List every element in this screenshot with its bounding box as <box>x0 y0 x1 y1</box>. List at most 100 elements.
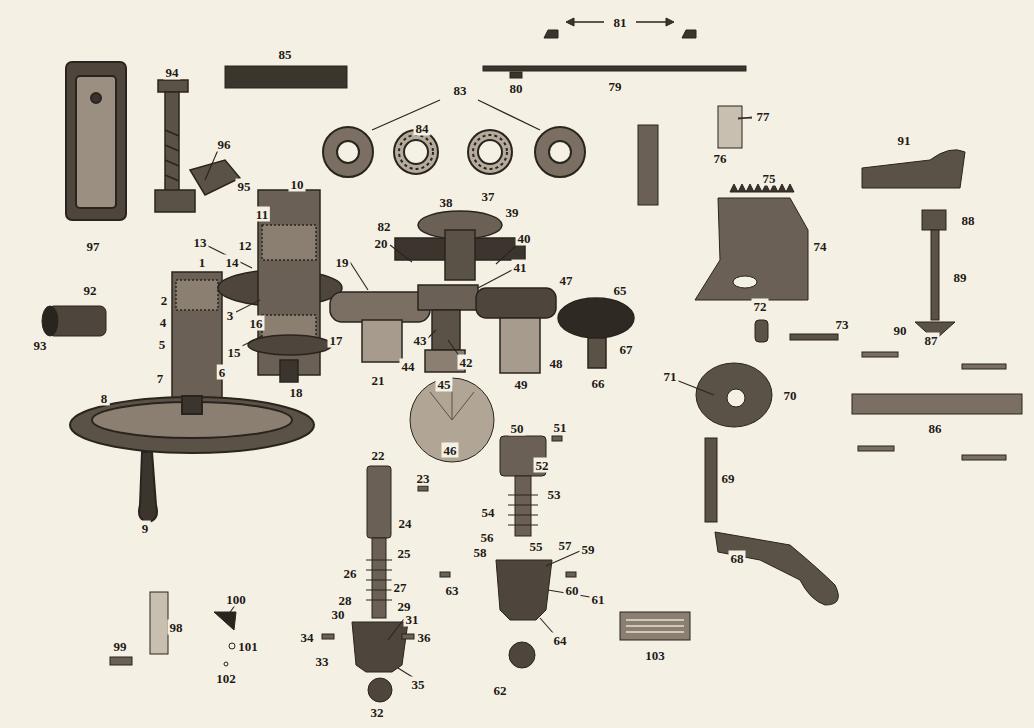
part-shape <box>478 140 502 164</box>
callout-number: 89 <box>952 270 969 285</box>
part-shape <box>394 130 438 174</box>
part-shape <box>323 127 373 177</box>
part-shape <box>535 127 585 177</box>
part-shape <box>190 160 240 195</box>
callout-number: 44 <box>400 359 417 374</box>
part-shape <box>404 140 428 164</box>
callout-number: 13 <box>192 235 209 250</box>
part-shape <box>500 318 540 373</box>
part-shape <box>155 190 195 212</box>
part-shape <box>478 270 512 288</box>
callout-number: 72 <box>752 299 769 314</box>
part-shape <box>478 100 540 130</box>
callout-number: 28 <box>337 593 354 608</box>
callout-number: 66 <box>590 376 607 391</box>
part-shape <box>367 466 391 538</box>
callout-number: 63 <box>444 583 461 598</box>
callout-number: 79 <box>607 79 624 94</box>
callout-number: 23 <box>415 471 432 486</box>
callout-number: 55 <box>528 539 545 554</box>
part-shape <box>626 620 684 632</box>
part-shape <box>350 262 368 290</box>
part-shape <box>366 560 392 600</box>
callout-number: 82 <box>376 219 393 234</box>
part-shape <box>515 476 531 536</box>
part-shape <box>432 310 460 350</box>
part-shape <box>445 230 475 280</box>
part-shape <box>862 150 965 188</box>
feed-dog-74-75 <box>695 184 808 300</box>
part-shape <box>158 80 188 92</box>
part-shape <box>718 106 742 148</box>
callout-number: 71 <box>662 369 679 384</box>
callout-number: 73 <box>834 317 851 332</box>
part-shape <box>205 150 218 180</box>
bush-92-93 <box>42 306 106 336</box>
part-shape <box>176 280 218 310</box>
callout-number: 14 <box>224 255 241 270</box>
part-shape <box>476 288 556 318</box>
callout-number: 93 <box>32 338 49 353</box>
part-shape <box>262 225 316 260</box>
shaft-86-87 <box>852 352 1022 460</box>
callout-number: 84 <box>414 121 431 136</box>
callout-number: 65 <box>612 283 629 298</box>
callout-number: 11 <box>254 207 270 222</box>
callout-number: 81 <box>612 15 629 30</box>
callout-number: 91 <box>896 133 913 148</box>
part-shape <box>570 21 604 23</box>
part-shape <box>588 338 606 368</box>
callout-number: 76 <box>712 151 729 166</box>
callout-number: 7 <box>155 371 166 386</box>
callout-number: 101 <box>236 639 260 654</box>
callout-number: 100 <box>224 592 248 607</box>
callout-number: 90 <box>892 323 909 338</box>
part-shape <box>509 642 535 668</box>
part-shape <box>962 364 1006 369</box>
part-shape <box>862 352 898 357</box>
callout-number: 25 <box>396 546 413 561</box>
callout-number: 26 <box>342 566 359 581</box>
part-shape <box>91 93 101 103</box>
part-shape <box>558 298 634 338</box>
callout-number: 52 <box>534 458 551 473</box>
callout-number: 16 <box>248 316 265 331</box>
callout-number: 54 <box>480 505 497 520</box>
part-shape <box>362 320 402 362</box>
part-shape <box>510 72 522 78</box>
callout-number: 99 <box>112 639 129 654</box>
part-shape <box>852 394 1022 414</box>
callout-number: 45 <box>436 377 453 392</box>
callout-number: 19 <box>334 255 351 270</box>
callout-number: 69 <box>720 471 737 486</box>
part-shape <box>372 538 386 618</box>
callout-number: 32 <box>369 705 386 720</box>
part-shape <box>150 592 168 654</box>
callout-number: 3 <box>225 308 236 323</box>
callout-number: 48 <box>548 356 565 371</box>
callout-number: 77 <box>755 109 772 124</box>
part-shape <box>76 76 116 208</box>
callout-number: 83 <box>452 83 469 98</box>
callout-number: 85 <box>277 47 294 62</box>
callout-number: 47 <box>558 273 575 288</box>
callout-number: 4 <box>158 315 169 330</box>
callout-number: 21 <box>370 373 387 388</box>
part-shape <box>110 657 132 665</box>
part-shape <box>473 135 507 169</box>
part-shape <box>165 92 179 192</box>
callout-number: 18 <box>288 385 305 400</box>
part-shape <box>676 380 714 395</box>
part-shape <box>418 486 428 491</box>
part-shape <box>240 336 262 347</box>
callout-number: 57 <box>557 538 574 553</box>
callout-number: 15 <box>226 345 243 360</box>
callout-number: 94 <box>164 65 181 80</box>
callout-number: 27 <box>392 580 409 595</box>
callout-number: 56 <box>479 530 496 545</box>
callout-number: 8 <box>99 391 110 406</box>
callout-number: 62 <box>492 683 509 698</box>
callout-number: 35 <box>410 677 427 692</box>
handwheel-8-9 <box>70 396 314 522</box>
